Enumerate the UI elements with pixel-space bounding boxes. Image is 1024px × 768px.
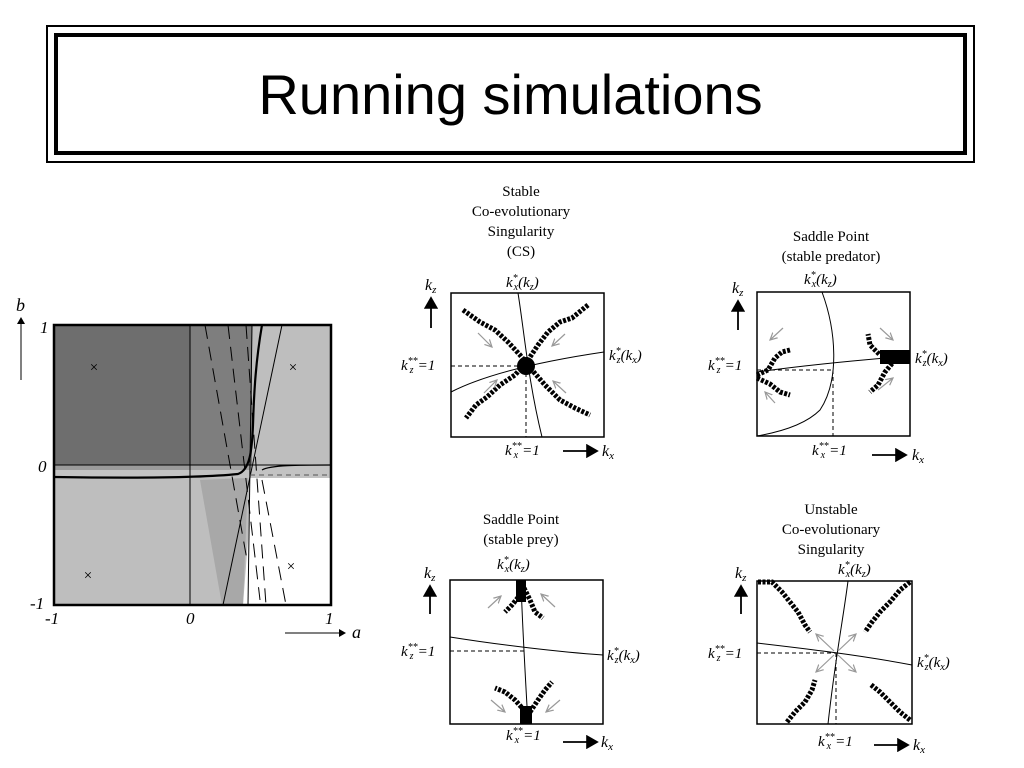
svg-text:kz: kz — [732, 280, 744, 299]
x-axis-label: a — [352, 622, 361, 642]
panel-stable-cs: Stable Co-evolutionary Singularity (CS) … — [401, 184, 642, 462]
svg-text:k*x(kz): k*x(kz) — [497, 555, 530, 575]
panel-caption-line: Singularity — [488, 224, 555, 240]
svg-text:k*z(kx): k*z(kx) — [607, 646, 640, 666]
y-tick-label: 0 — [38, 457, 47, 476]
phase-marker: × — [289, 360, 297, 376]
phase-plot: × × × × 1 0 -1 -1 0 1 b a — [16, 295, 361, 642]
svg-text:kz: kz — [425, 277, 437, 296]
y-axis-label: b — [16, 295, 25, 315]
phase-marker: × — [90, 360, 98, 376]
svg-text:k**x=1: k**x=1 — [506, 726, 541, 746]
svg-text:k**x=1: k**x=1 — [812, 441, 847, 461]
panel-caption-line: Saddle Point — [793, 229, 870, 245]
svg-text:kx: kx — [602, 443, 614, 462]
phase-marker: × — [84, 568, 92, 584]
svg-text:k**z=1: k**z=1 — [708, 356, 742, 376]
svg-text:k**z=1: k**z=1 — [401, 356, 435, 376]
y-tick-label: 1 — [40, 318, 49, 337]
phase-region-lower-mid — [200, 478, 248, 605]
svg-text:kz: kz — [424, 565, 436, 584]
svg-text:k*x(kz): k*x(kz) — [838, 560, 871, 580]
panel-caption-line: (CS) — [507, 244, 535, 260]
panel-caption-line: Singularity — [798, 542, 865, 558]
phase-region-mid — [190, 325, 252, 470]
x-tick-label: -1 — [45, 609, 59, 628]
phase-frame — [52, 323, 333, 607]
svg-text:k**x=1: k**x=1 — [505, 441, 540, 461]
svg-text:k*z(kx): k*z(kx) — [917, 653, 950, 673]
svg-text:k*z(kx): k*z(kx) — [915, 349, 948, 369]
panel-caption-line: (stable predator) — [782, 249, 881, 265]
panel-caption-line: Unstable — [804, 502, 858, 518]
panel-unstable-cs: Unstable Co-evolutionary Singularity kz … — [708, 502, 950, 756]
title-frame: Running simulations — [46, 25, 975, 163]
svg-text:k*x(kz): k*x(kz) — [804, 270, 837, 290]
phase-marker: × — [287, 559, 295, 575]
svg-text:kz: kz — [735, 565, 747, 584]
panel-caption-line: Stable — [502, 184, 540, 200]
panel-caption-line: Saddle Point — [483, 512, 560, 528]
panel-saddle-predator: Saddle Point (stable predator) kz k*x(kz… — [708, 229, 948, 466]
phase-region-lower-right — [243, 478, 331, 605]
phase-boundary-curve — [54, 325, 264, 479]
title-inner-frame: Running simulations — [54, 33, 967, 155]
svg-text:k*x(kz): k*x(kz) — [506, 273, 539, 293]
phase-region-upper-right — [252, 325, 331, 470]
svg-text:k**x=1: k**x=1 — [818, 732, 853, 752]
panel-caption-line: (stable prey) — [483, 532, 558, 548]
svg-text:kx: kx — [913, 737, 925, 756]
svg-text:kx: kx — [601, 734, 613, 753]
svg-text:k**z=1: k**z=1 — [708, 644, 742, 664]
x-tick-label: 1 — [325, 609, 334, 628]
slide-title: Running simulations — [258, 62, 763, 126]
svg-text:k*z(kx): k*z(kx) — [609, 346, 642, 366]
x-tick-label: 0 — [186, 609, 195, 628]
panel-saddle-prey: Saddle Point (stable prey) kz k*x(kz) k*… — [401, 512, 640, 753]
svg-text:k**z=1: k**z=1 — [401, 642, 435, 662]
y-tick-label: -1 — [30, 594, 44, 613]
svg-text:kx: kx — [912, 447, 924, 466]
panel-caption-line: Co-evolutionary — [472, 204, 571, 220]
panel-caption-line: Co-evolutionary — [782, 522, 881, 538]
